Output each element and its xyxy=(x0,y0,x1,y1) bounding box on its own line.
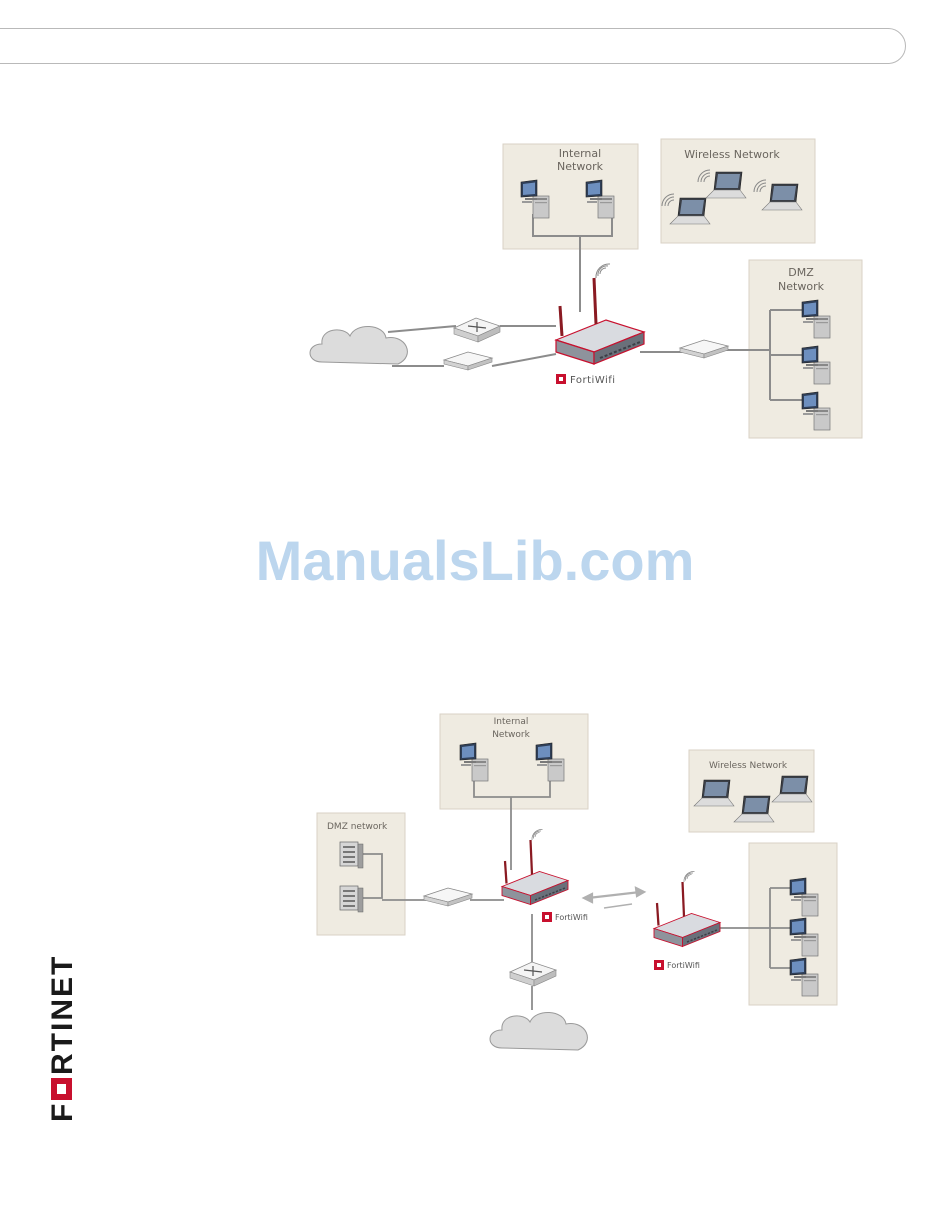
internal-network-label-line2: Network xyxy=(492,730,530,740)
router-icon xyxy=(510,962,556,986)
fortiwifi-appliance-icon xyxy=(556,264,644,364)
router-icon xyxy=(454,318,500,342)
wireless-link-arrows xyxy=(584,888,644,908)
diagram-1: Internal Network Wireless Network DMZ Ne… xyxy=(310,139,862,438)
manualslib-watermark: ManualsLib.com xyxy=(0,528,950,593)
dmz-network-label-line2: Network xyxy=(778,280,825,293)
dmz-switch-icon xyxy=(424,888,472,906)
fortiwifi-main-brand-label: FortiWifi xyxy=(555,913,588,922)
internet-cloud-icon xyxy=(490,1012,587,1050)
dmz-server-icon xyxy=(340,886,363,912)
dmz-switch-icon xyxy=(680,340,728,358)
diagram-2: Internal Network Wireless Network DMZ ne… xyxy=(317,714,837,1050)
internal-network-panel xyxy=(440,714,588,809)
dmz-network-label-line1: DMZ xyxy=(788,266,814,279)
svg-text:RTINET: RTINET xyxy=(46,955,79,1075)
dmz-network-label: DMZ network xyxy=(327,822,388,832)
fortinet-logo-mark-icon xyxy=(556,374,566,384)
internal-network-label-line1: Internal xyxy=(494,717,529,727)
dmz-server-icon xyxy=(340,842,363,868)
internal-network-label-line1: Internal xyxy=(559,147,601,160)
fortiwifi-remote-brand-label: FortiWifi xyxy=(667,961,700,970)
fortiwifi-brand-label: FortiWifi xyxy=(570,375,616,386)
fortinet-logo-text: F xyxy=(46,1102,79,1122)
internal-network-label-line2: Network xyxy=(557,160,604,173)
fortinet-logo-mark-icon xyxy=(542,912,552,922)
modem-icon xyxy=(444,352,492,370)
wireless-network-label: Wireless Network xyxy=(684,148,780,161)
wireless-network-label: Wireless Network xyxy=(709,761,788,771)
fortinet-logo-mark-icon xyxy=(654,960,664,970)
fortiwifi-remote-appliance-icon xyxy=(654,871,720,946)
fortinet-logo-icon: F RTINET xyxy=(22,936,86,1122)
